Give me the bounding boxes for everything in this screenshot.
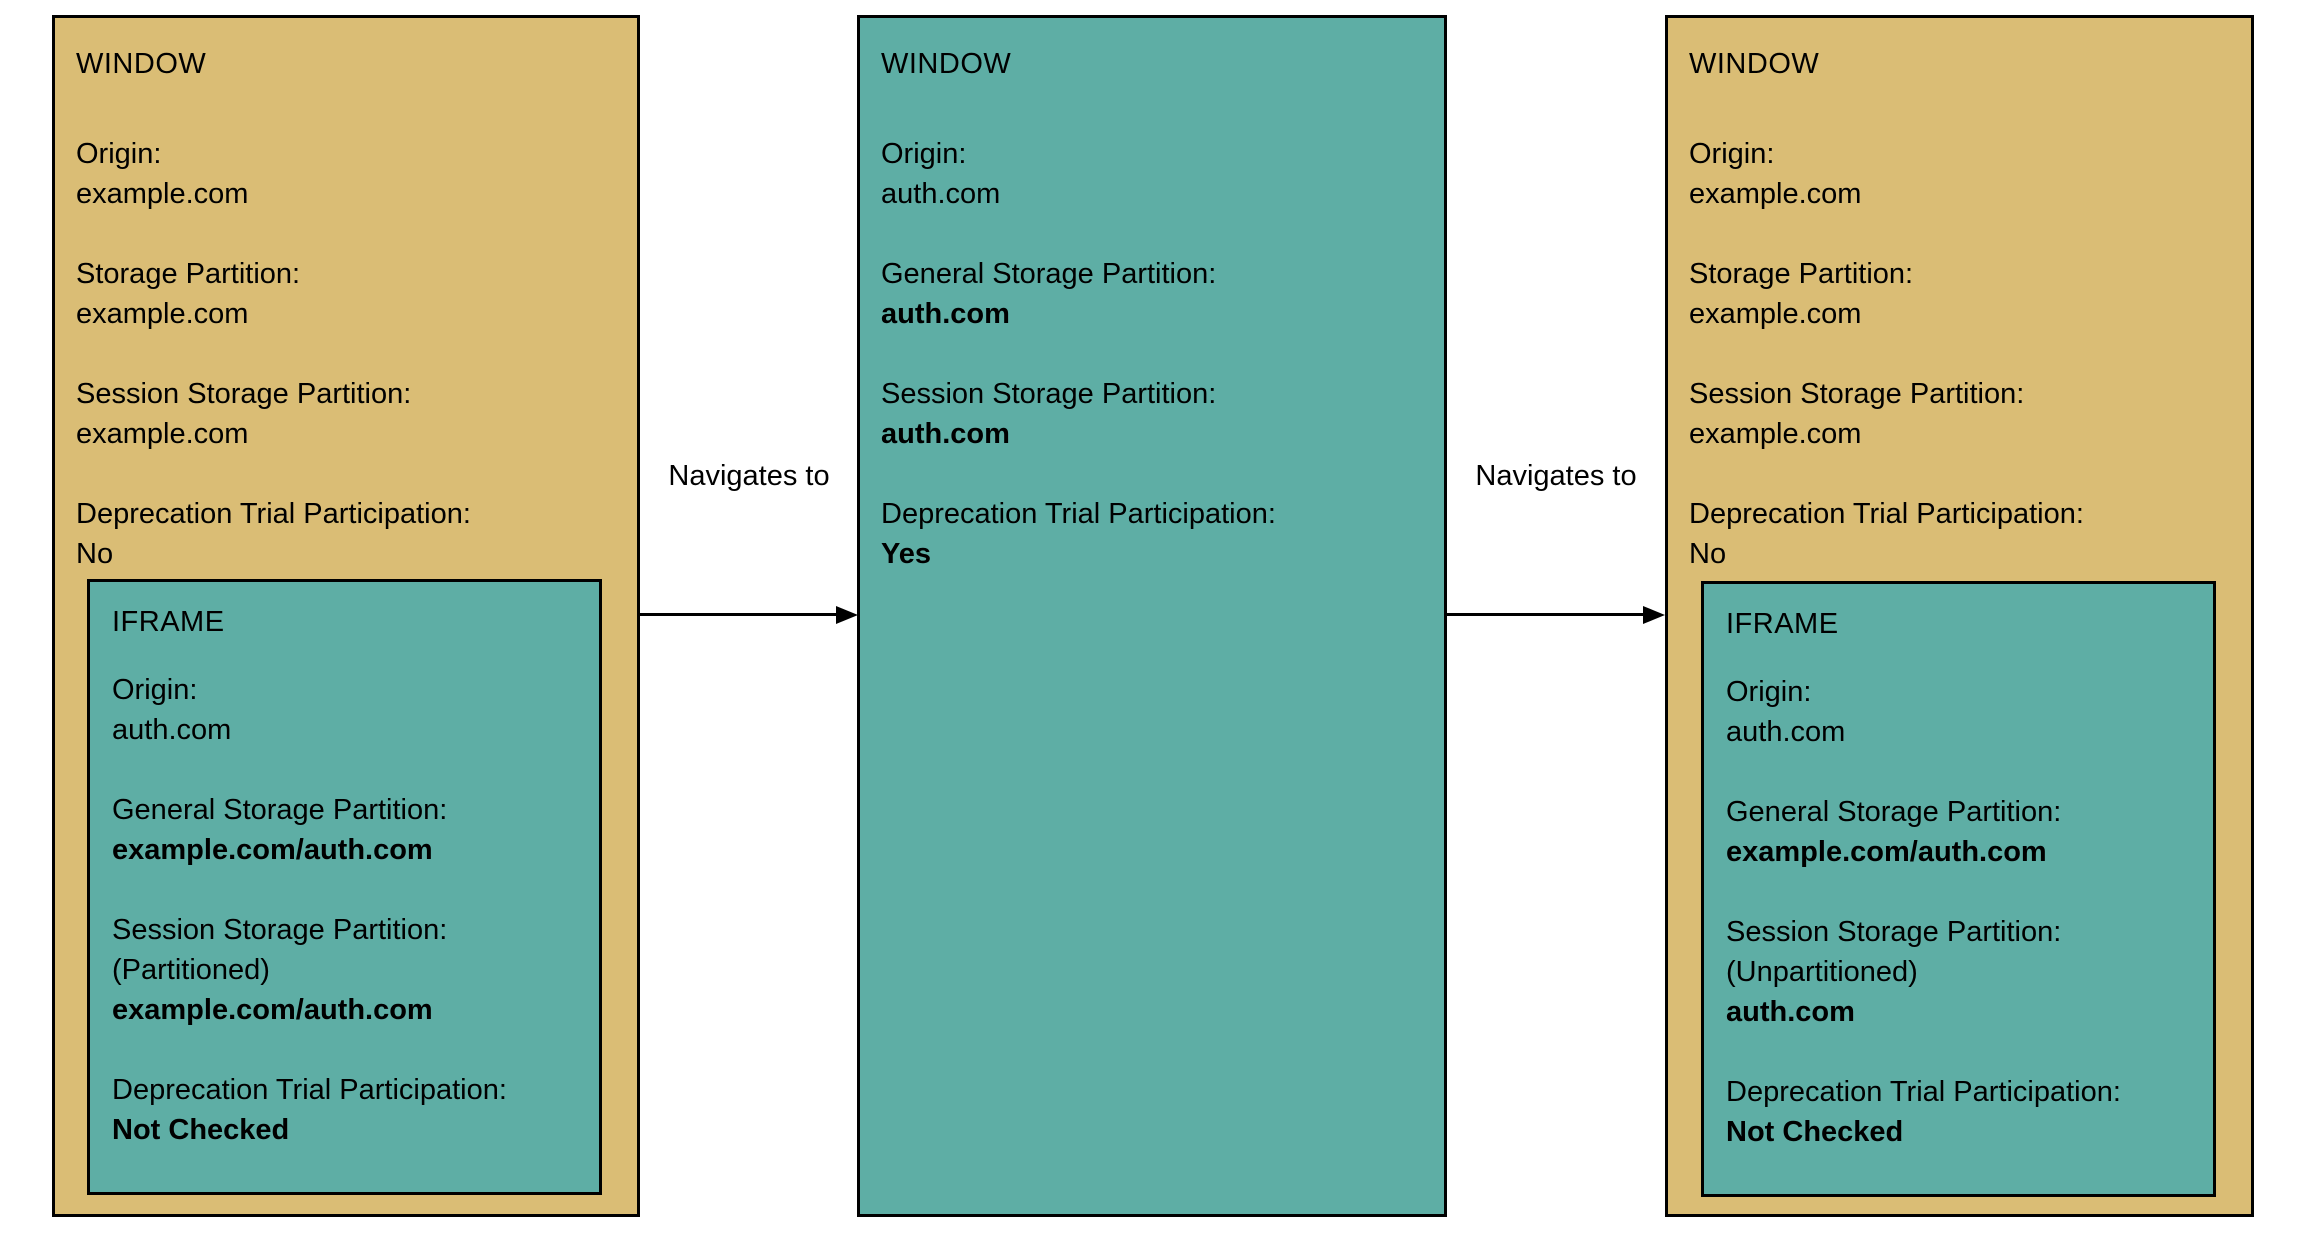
field-session-storage-partition: Session Storage Partition: example.com <box>1689 374 2233 454</box>
field-label: Origin: <box>881 138 967 170</box>
iframe-box-left: IFRAME Origin: auth.com General Storage … <box>87 579 602 1195</box>
field-session-storage-partition: Session Storage Partition: example.com <box>76 374 619 454</box>
field-label: Session Storage Partition: <box>1689 378 2025 410</box>
field-deprecation-trial: Deprecation Trial Participation: No <box>1689 494 2233 574</box>
field-label: Deprecation Trial Participation: <box>76 498 471 530</box>
window-right-content: WINDOW Origin: example.com Storage Parti… <box>1668 18 2251 574</box>
window-middle-title: WINDOW <box>881 48 1012 80</box>
field-label: Session Storage Partition: <box>1726 916 2062 948</box>
arrow-line-2 <box>1447 613 1645 616</box>
field-label: Deprecation Trial Participation: <box>881 498 1276 530</box>
field-label: Deprecation Trial Participation: <box>112 1074 507 1106</box>
field-label: General Storage Partition: <box>1726 796 2062 828</box>
field-value: auth.com <box>881 418 1010 450</box>
iframe-right-title: IFRAME <box>1726 608 1839 640</box>
field-session-storage-partition: Session Storage Partition: (Partitioned)… <box>112 910 585 1030</box>
field-general-storage-partition: General Storage Partition: auth.com <box>881 254 1426 334</box>
navigates-to-label-2: Navigates to <box>1475 460 1637 492</box>
iframe-box-right: IFRAME Origin: auth.com General Storage … <box>1701 581 2216 1197</box>
window-middle-content: WINDOW Origin: auth.com General Storage … <box>860 18 1444 574</box>
field-label: General Storage Partition: <box>112 794 448 826</box>
field-general-storage-partition: General Storage Partition: example.com/a… <box>112 790 585 870</box>
field-label: Origin: <box>1689 138 1775 170</box>
field-value: No <box>76 538 114 570</box>
field-value: example.com <box>76 418 249 450</box>
field-value: auth.com <box>881 178 1001 210</box>
field-label: Storage Partition: <box>1689 258 1914 290</box>
field-deprecation-trial: Deprecation Trial Participation: No <box>76 494 619 574</box>
field-value: auth.com <box>1726 996 1855 1028</box>
field-deprecation-trial: Deprecation Trial Participation: Not Che… <box>1726 1072 2199 1152</box>
arrow-head-icon-2 <box>1643 605 1665 624</box>
field-session-storage-partition: Session Storage Partition: auth.com <box>881 374 1426 454</box>
field-label: Origin: <box>1726 676 1812 708</box>
field-deprecation-trial: Deprecation Trial Participation: Not Che… <box>112 1070 585 1150</box>
field-origin: Origin: example.com <box>76 134 619 214</box>
window-box-middle: WINDOW Origin: auth.com General Storage … <box>857 15 1447 1217</box>
field-value: auth.com <box>112 714 232 746</box>
field-note: (Partitioned) <box>112 954 270 986</box>
field-label: Session Storage Partition: <box>881 378 1217 410</box>
iframe-left-content: IFRAME Origin: auth.com General Storage … <box>90 582 599 1150</box>
field-session-storage-partition: Session Storage Partition: (Unpartitione… <box>1726 912 2199 1032</box>
field-value: Not Checked <box>112 1114 290 1146</box>
arrow-head-icon-1 <box>836 605 858 624</box>
field-value: auth.com <box>1726 716 1846 748</box>
field-label: Session Storage Partition: <box>112 914 448 946</box>
field-label: Storage Partition: <box>76 258 301 290</box>
field-value: example.com <box>1689 178 1862 210</box>
field-origin: Origin: auth.com <box>112 670 585 750</box>
navigates-to-label-1: Navigates to <box>668 460 830 492</box>
field-value: Yes <box>881 538 931 570</box>
window-box-left: WINDOW Origin: example.com Storage Parti… <box>52 15 640 1217</box>
field-label: Origin: <box>76 138 162 170</box>
field-origin: Origin: auth.com <box>1726 672 2199 752</box>
field-storage-partition: Storage Partition: example.com <box>1689 254 2233 334</box>
field-origin: Origin: example.com <box>1689 134 2233 214</box>
window-right-title: WINDOW <box>1689 48 1820 80</box>
field-label: Session Storage Partition: <box>76 378 412 410</box>
field-value: auth.com <box>881 298 1010 330</box>
field-storage-partition: Storage Partition: example.com <box>76 254 619 334</box>
iframe-left-title: IFRAME <box>112 606 225 638</box>
field-label: Origin: <box>112 674 198 706</box>
field-value: example.com/auth.com <box>1726 836 2047 868</box>
iframe-right-content: IFRAME Origin: auth.com General Storage … <box>1704 584 2213 1152</box>
field-value: No <box>1689 538 1727 570</box>
window-left-content: WINDOW Origin: example.com Storage Parti… <box>55 18 637 574</box>
field-label: General Storage Partition: <box>881 258 1217 290</box>
field-deprecation-trial: Deprecation Trial Participation: Yes <box>881 494 1426 574</box>
field-general-storage-partition: General Storage Partition: example.com/a… <box>1726 792 2199 872</box>
field-value: example.com <box>76 298 249 330</box>
field-value: example.com <box>1689 298 1862 330</box>
field-value: Not Checked <box>1726 1116 1904 1148</box>
arrow-line-1 <box>640 613 838 616</box>
field-origin: Origin: auth.com <box>881 134 1426 214</box>
field-value: example.com/auth.com <box>112 994 433 1026</box>
field-label: Deprecation Trial Participation: <box>1726 1076 2121 1108</box>
field-value: example.com/auth.com <box>112 834 433 866</box>
window-left-title: WINDOW <box>76 48 207 80</box>
field-value: example.com <box>76 178 249 210</box>
field-label: Deprecation Trial Participation: <box>1689 498 2084 530</box>
window-box-right: WINDOW Origin: example.com Storage Parti… <box>1665 15 2254 1217</box>
field-value: example.com <box>1689 418 1862 450</box>
field-note: (Unpartitioned) <box>1726 956 1918 988</box>
